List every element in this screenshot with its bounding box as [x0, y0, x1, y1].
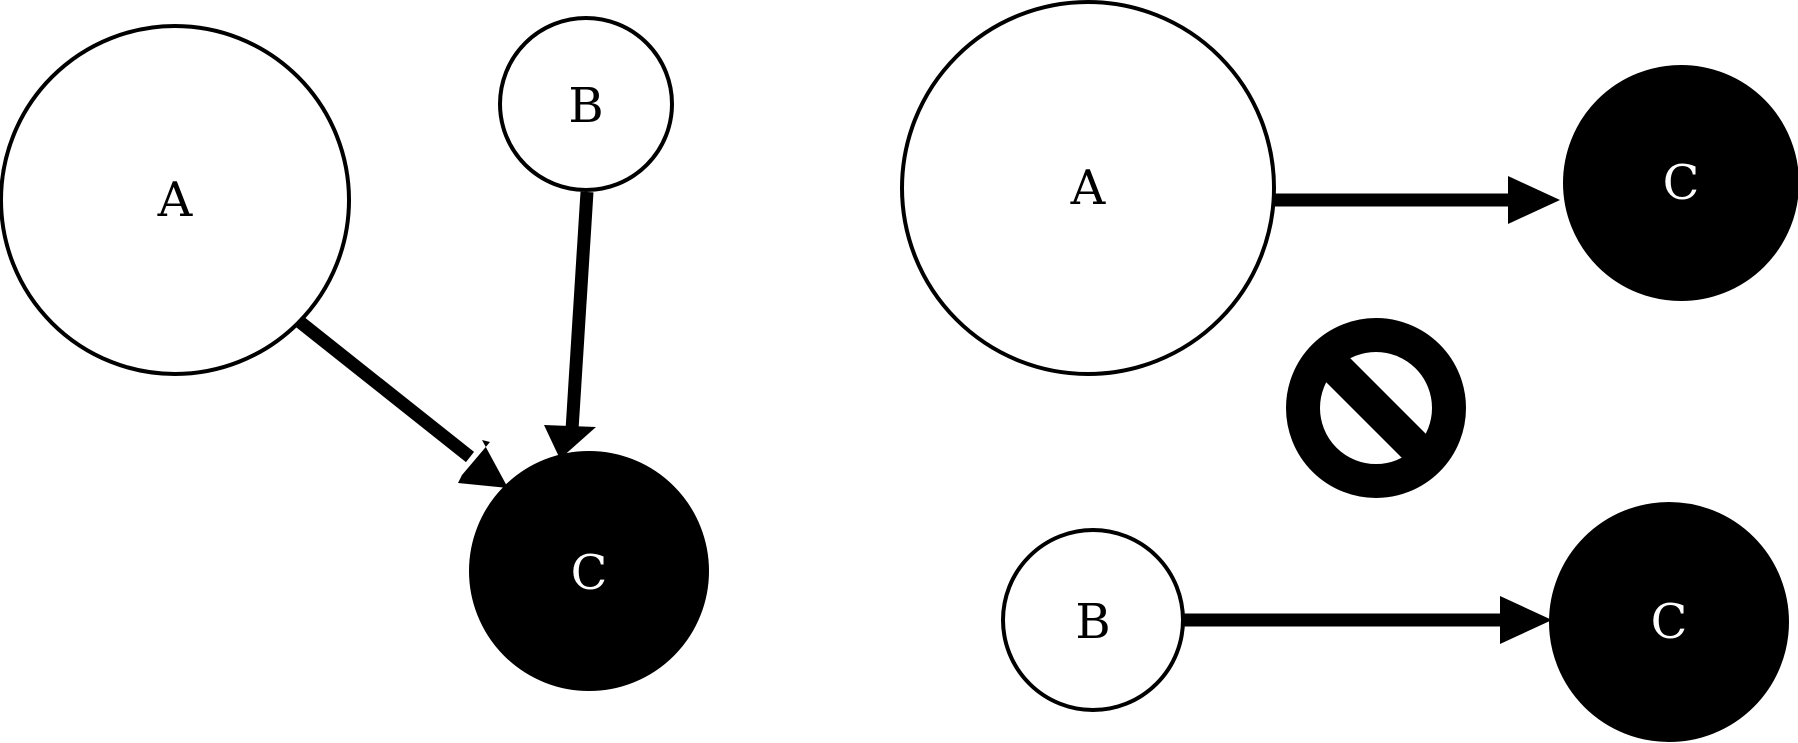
bottom-node-b: B: [1001, 528, 1185, 712]
node-b-circle: [498, 16, 674, 192]
bottom-node-b-label: B: [1075, 594, 1110, 650]
edge-b-to-c: [565, 191, 594, 431]
top-node-c-label: C: [1663, 155, 1700, 211]
node-c-circle: [469, 451, 709, 691]
arrowhead-bottom-b-to-c: [1500, 596, 1552, 644]
prohibited-icon: [1286, 318, 1466, 498]
left-diagram: A B C: [0, 16, 709, 691]
node-a-circle: [0, 24, 351, 376]
bottom-node-c-circle: [1549, 502, 1789, 742]
node-b: B: [498, 16, 674, 192]
top-node-a: A: [900, 0, 1276, 376]
arrowhead-b-to-c: [544, 425, 596, 459]
node-b-label: B: [568, 78, 603, 134]
right-diagram: A C B C: [900, 0, 1798, 742]
bottom-node-c: C: [1549, 502, 1789, 742]
node-c-label: C: [571, 545, 608, 601]
top-node-a-label: A: [1070, 160, 1107, 216]
node-a: A: [0, 24, 351, 376]
top-node-c: C: [1563, 65, 1798, 301]
bottom-node-b-circle: [1001, 528, 1185, 712]
top-node-c-circle: [1563, 65, 1798, 301]
node-c: C: [469, 451, 709, 691]
bottom-node-c-label: C: [1651, 594, 1688, 650]
arrowhead-a-to-c: [458, 440, 508, 488]
edge-a-to-c: [295, 316, 475, 463]
arrowhead-top-a-to-c: [1508, 176, 1560, 224]
top-node-a-circle: [900, 0, 1276, 376]
node-a-label: A: [157, 172, 194, 228]
